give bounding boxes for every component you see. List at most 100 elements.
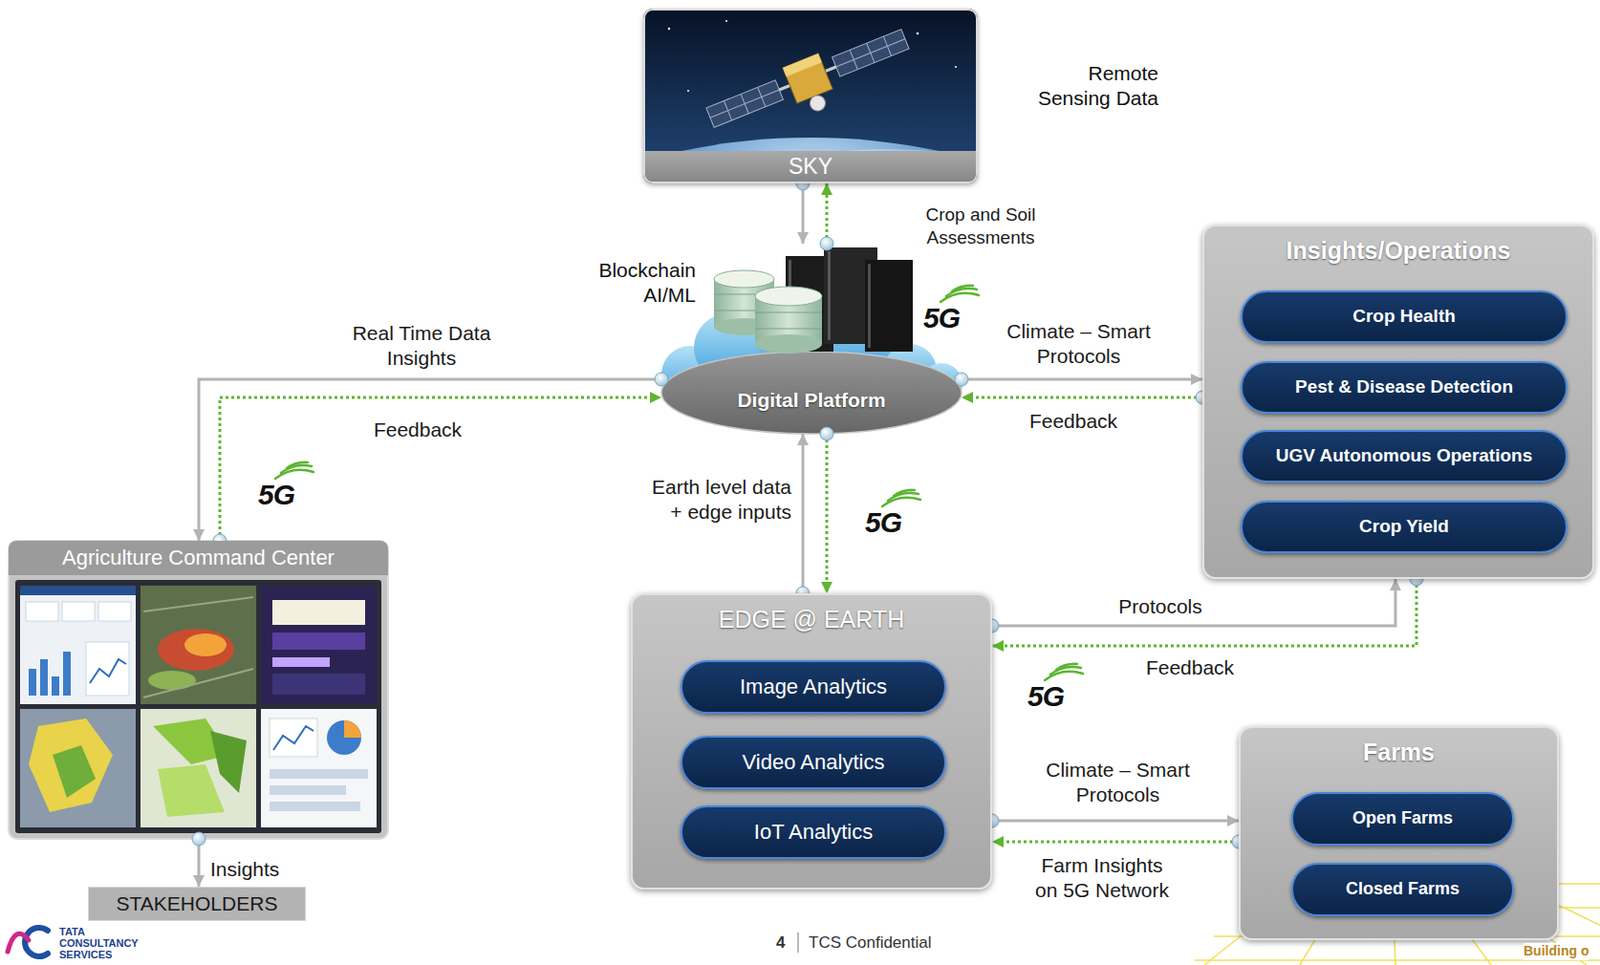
- command-center-picture: [20, 709, 136, 828]
- edge-label: Crop and Soil Assessments: [913, 203, 1048, 250]
- network-swoosh: [1044, 664, 1083, 681]
- node-label: Agriculture Command Center: [8, 540, 389, 576]
- command-center-picture: [272, 673, 366, 695]
- network-logo: 5G: [864, 508, 902, 538]
- network-swoosh: [887, 493, 919, 501]
- function-pill: Crop Health: [1240, 290, 1568, 344]
- platform-cloud: Digital Platform: [661, 243, 962, 434]
- feedback-arrow: [219, 397, 662, 541]
- node-label: UGV Autonomous Operations: [1275, 445, 1533, 468]
- command-center-picture: [89, 659, 127, 684]
- network-swoosh: [1056, 664, 1078, 671]
- edge-label: Feedback: [1142, 655, 1238, 681]
- command-center-picture: [210, 731, 247, 794]
- command-center-picture: [15, 580, 382, 834]
- satellite-picture: [643, 8, 978, 184]
- edge-label: Protocols: [1112, 594, 1209, 620]
- command-center-picture: [260, 585, 377, 705]
- satellite-picture: [668, 27, 671, 30]
- digital-platform-picture: [827, 251, 831, 341]
- command-center-picture: [272, 632, 366, 650]
- edge-label: Feedback: [1025, 409, 1122, 434]
- function-pill: UGV Autonomous Operations: [1240, 430, 1568, 483]
- command-center-picture: [52, 745, 96, 799]
- digital-platform-picture: [661, 351, 962, 434]
- edge-label: Insights: [210, 857, 280, 883]
- network-swoosh: [1050, 667, 1082, 675]
- edge-label: Climate – Smart Protocols: [1034, 757, 1202, 809]
- network-swoosh: [940, 293, 979, 303]
- connector-port: [954, 372, 969, 387]
- node-label: Image Analytics: [739, 674, 887, 700]
- network-swoosh: [1044, 671, 1083, 681]
- node-label: Insights/Operations: [1204, 226, 1593, 265]
- command-center-picture: [260, 709, 377, 828]
- function-pill: IoT Analytics: [680, 805, 947, 860]
- feedback-arrow: [992, 841, 1239, 844]
- confidentiality-note: TCS Confidential: [808, 932, 932, 953]
- command-center-picture: [157, 764, 225, 818]
- command-center-picture: [326, 720, 362, 756]
- technology-label: Blockchain AI/ML: [573, 258, 696, 309]
- satellite-picture: [643, 8, 978, 184]
- connector-port: [192, 832, 206, 846]
- data-flow-arrow: [961, 378, 1203, 382]
- data-flow-arrow: [198, 379, 662, 541]
- command-center-picture: [62, 602, 95, 622]
- command-center-picture: [272, 657, 330, 668]
- feedback-arrow: [992, 579, 1417, 647]
- command-center-picture: [51, 676, 60, 696]
- network-swoosh: [893, 490, 915, 497]
- tagline-fragment: Building o: [1523, 943, 1589, 961]
- satellite-picture: [687, 89, 690, 92]
- command-center-picture: [143, 597, 254, 698]
- function-pill: Image Analytics: [680, 660, 947, 714]
- network-logo: 5G: [1027, 682, 1064, 712]
- command-center-picture: [273, 726, 314, 751]
- edge-label: Farm Insights on 5G Network: [1031, 853, 1173, 905]
- node-label: IoT Analytics: [754, 820, 873, 845]
- company-logo-mark: [7, 928, 48, 957]
- group-box: EDGE @ EARTH Image AnalyticsVideo Analyti…: [630, 593, 993, 890]
- edge-label: Climate – Smart Protocols: [994, 319, 1163, 370]
- edge-label: Real Time Data Insights: [340, 321, 503, 372]
- satellite-picture: [782, 53, 833, 104]
- feedback-arrow: [961, 396, 1203, 400]
- satellite-picture: [832, 29, 910, 78]
- command-center-picture: [140, 709, 257, 828]
- network-swoosh: [286, 462, 308, 469]
- digital-platform-picture: [864, 259, 913, 352]
- satellite-picture: [825, 66, 837, 71]
- command-center-picture: [269, 785, 346, 796]
- command-center-picture: [28, 669, 37, 696]
- command-center-picture: [269, 769, 368, 779]
- satellite-picture: [703, 21, 919, 150]
- function-pill: Video Analytics: [680, 735, 947, 790]
- node-label: Closed Farms: [1345, 879, 1460, 901]
- command-center-picture: [40, 659, 48, 696]
- command-center-picture: [269, 801, 361, 812]
- group-box: Insights/OperationsCrop HealthPest & Dis…: [1202, 224, 1595, 580]
- command-center-picture: [86, 642, 130, 696]
- node-label: EDGE @ EARTH: [632, 595, 991, 634]
- command-center-picture: [8, 540, 389, 840]
- network-swoosh: [882, 497, 921, 507]
- network-swoosh: [281, 465, 312, 474]
- node-label: Open Farms: [1352, 808, 1453, 830]
- satellite-picture: [954, 65, 957, 68]
- feedback-arrow: [825, 433, 829, 594]
- node-label: Video Analytics: [742, 750, 886, 776]
- data-flow-arrow: [801, 433, 805, 594]
- data-flow-arrow: [992, 579, 1396, 627]
- satellite-picture: [916, 32, 920, 36]
- command-center-picture: [148, 670, 196, 691]
- edge-label: Feedback: [369, 417, 466, 443]
- data-flow-arrow: [992, 820, 1239, 823]
- company-logo-mark: [7, 933, 29, 952]
- network-logo: 5G: [923, 303, 960, 333]
- command-center-picture: [63, 651, 71, 696]
- satellite-picture: [710, 89, 779, 118]
